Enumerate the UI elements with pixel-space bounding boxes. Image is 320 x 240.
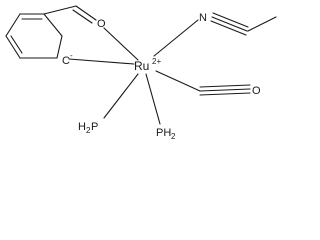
nitrile-bond [210, 20, 247, 36]
ring-double-bond [10, 35, 23, 54]
aldehyde-co-double-bond [72, 9, 93, 24]
structure-svg: O N C - Ru 2+ O H 2 P PH 2 [5, 5, 277, 141]
oxygen-aldehyde-label: O [97, 18, 106, 30]
methyl-bond [247, 16, 277, 32]
carbanion-label: C [62, 55, 70, 67]
ring-bond [5, 13, 21, 37]
ru-p-right-bond [145, 73, 161, 125]
phosphine-left-sub: 2 [86, 126, 91, 135]
ring-bond [43, 13, 63, 37]
o-ru-bond [103, 27, 139, 61]
co-triple-bond [199, 92, 251, 96]
phosphine-left-p-label: P [91, 121, 98, 133]
ru-co-bond [155, 70, 201, 92]
phosphine-right-sub: 2 [171, 132, 176, 141]
nitrile-bond [212, 12, 249, 28]
molecule-diagram: O N C - Ru 2+ O H 2 P PH 2 [5, 5, 277, 141]
ring-bond [56, 35, 63, 59]
aldehyde-bond [43, 5, 77, 15]
ring-bond [5, 35, 21, 59]
phosphine-right-label: PH [156, 127, 171, 139]
aldehyde-co-bond [75, 5, 97, 21]
n-ru-bond [153, 19, 199, 57]
c-ru-bond [68, 58, 135, 65]
ruthenium-charge: 2+ [152, 57, 161, 66]
oxygen-carbonyl-label: O [252, 85, 261, 97]
co-triple-bond [199, 84, 251, 88]
carbanion-charge: - [70, 51, 73, 60]
benzene-ring [5, 13, 63, 59]
nitrogen-label: N [199, 12, 207, 24]
co-triple-bond [199, 88, 251, 92]
nitrile-bond [211, 16, 248, 32]
phosphine-left-h-label: H [78, 121, 86, 133]
ruthenium-label: Ru [134, 59, 149, 73]
ru-p-left-bond [103, 73, 139, 119]
